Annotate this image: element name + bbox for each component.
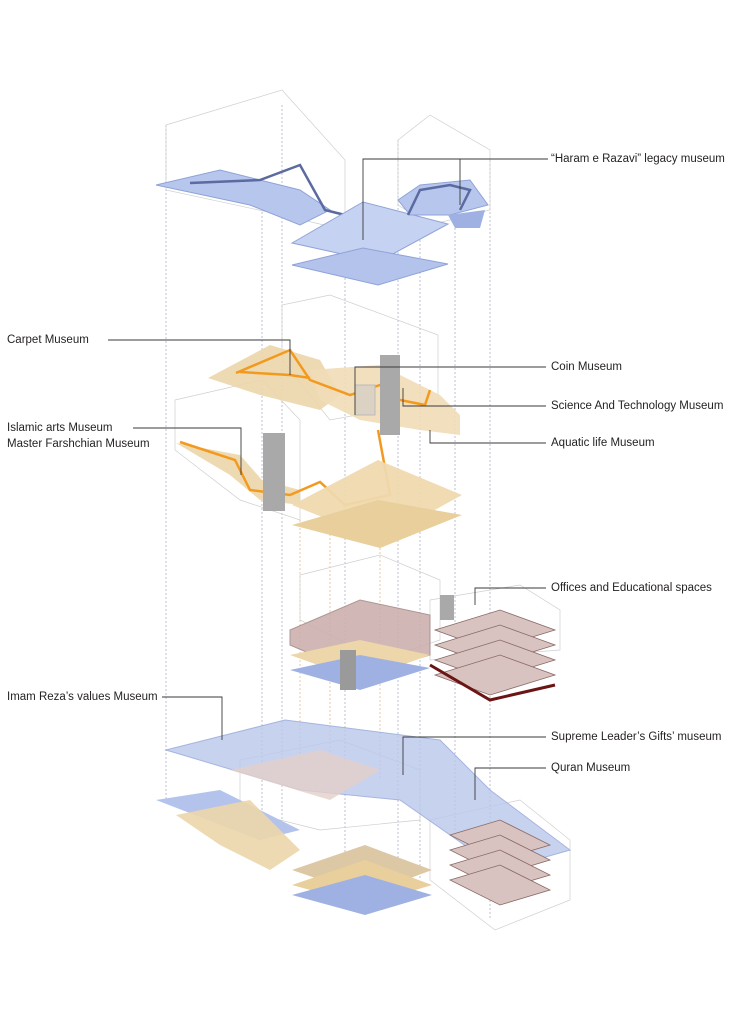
label-carpet-museum: Carpet Museum: [7, 334, 89, 346]
level-carpet-coin-science: [208, 345, 460, 435]
label-coin-museum: Coin Museum: [551, 361, 622, 373]
label-farshchian: Master Farshchian Museum: [7, 438, 150, 450]
level-imam-reza-quran: [156, 719, 572, 915]
level-islamic-arts: [176, 429, 462, 548]
level-haram-razavi: [155, 163, 489, 286]
label-haram-razavi: “Haram e Razavi” legacy museum: [551, 153, 725, 165]
label-islamic-arts: Islamic arts Museum: [7, 422, 113, 434]
label-aquatic-life: Aquatic life Museum: [551, 437, 655, 449]
label-supreme-leader-gifts: Supreme Leader’s Gifts’ museum: [551, 731, 722, 743]
label-quran-museum: Quran Museum: [551, 762, 631, 774]
level-offices: [289, 595, 557, 702]
label-imam-reza: Imam Reza’s values Museum: [7, 691, 158, 703]
label-offices: Offices and Educational spaces: [551, 582, 712, 594]
leader-lines: [108, 158, 548, 800]
label-science-technology: Science And Technology Museum: [551, 400, 724, 412]
